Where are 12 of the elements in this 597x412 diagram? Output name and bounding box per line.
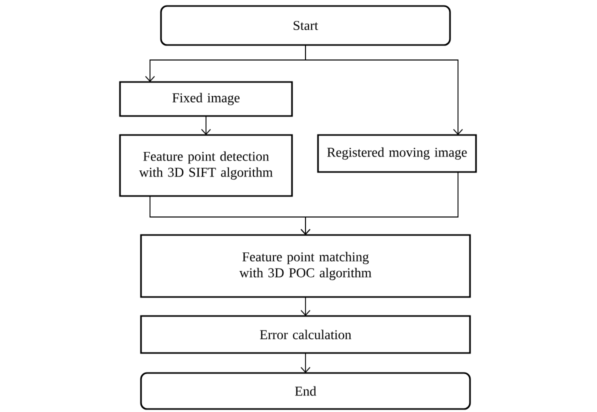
terminal-box: Start bbox=[160, 5, 451, 46]
arrow bbox=[300, 296, 310, 316]
process-box: Feature point matching with 3D POC algorithm bbox=[140, 234, 471, 298]
process-box: Registered moving image bbox=[317, 134, 477, 173]
arrow bbox=[305, 44, 463, 135]
arrow bbox=[300, 352, 310, 373]
terminal-box: End bbox=[140, 372, 471, 410]
process-box: Fixed image bbox=[119, 81, 293, 117]
process-box: Feature point detection with 3D SIFT algorithm bbox=[119, 134, 293, 197]
arrow bbox=[300, 172, 458, 235]
process-box: Error calculation bbox=[140, 315, 471, 354]
arrow bbox=[201, 116, 211, 135]
